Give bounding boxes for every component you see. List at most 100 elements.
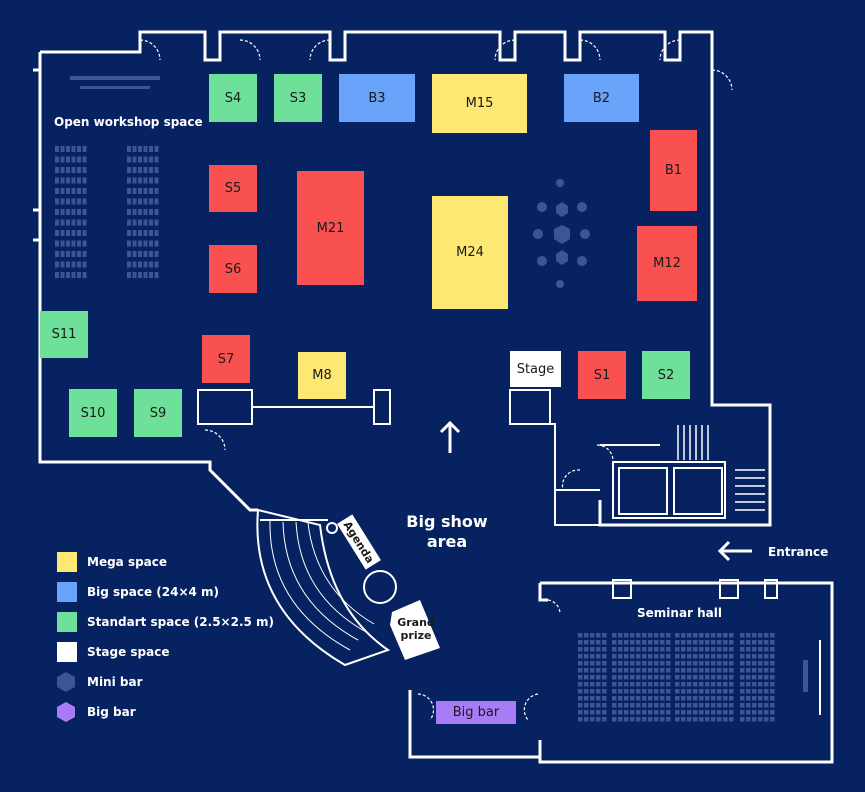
seat: [82, 240, 87, 247]
booth-s11[interactable]: S11: [40, 311, 88, 358]
booth-s6[interactable]: S6: [209, 245, 257, 293]
seat: [60, 240, 65, 247]
seat: [82, 177, 87, 184]
booth-s10[interactable]: S10: [69, 389, 117, 437]
seat: [699, 717, 704, 722]
seat: [630, 710, 635, 715]
seat: [596, 640, 601, 645]
seat: [60, 219, 65, 226]
seat: [138, 177, 142, 184]
seat: [132, 177, 137, 184]
seat: [675, 661, 680, 666]
booth-m15[interactable]: M15: [432, 74, 527, 133]
seat: [648, 696, 653, 701]
seat: [752, 717, 757, 722]
seat: [590, 640, 595, 645]
booth-m12[interactable]: M12: [637, 226, 697, 301]
seat: [590, 689, 595, 694]
seat: [699, 633, 704, 638]
seat: [77, 156, 81, 163]
seat: [154, 188, 159, 194]
seat: [654, 696, 659, 701]
seat: [642, 710, 647, 715]
booth-b3[interactable]: B3: [339, 74, 415, 122]
seat: [746, 661, 751, 666]
booth-b1[interactable]: B1: [650, 130, 697, 211]
seat: [602, 647, 607, 652]
seat: [127, 261, 131, 268]
seat: [740, 703, 745, 708]
booth-b2[interactable]: B2: [564, 74, 639, 122]
seat: [705, 633, 710, 638]
seat: [687, 710, 692, 715]
seat: [630, 668, 635, 673]
seat: [154, 198, 159, 205]
booth-s7[interactable]: S7: [202, 335, 250, 383]
seat: [764, 717, 769, 722]
seat: [602, 682, 607, 687]
legend-stage-swatch: [57, 642, 77, 662]
seat: [687, 717, 692, 722]
seat: [758, 710, 763, 715]
seat: [740, 654, 745, 659]
seat: [578, 640, 583, 645]
seat: [675, 640, 680, 645]
seat: [624, 689, 629, 694]
seat: [648, 675, 653, 680]
seat: [602, 703, 607, 708]
seat: [729, 703, 734, 708]
seat: [138, 240, 142, 247]
seat: [60, 156, 65, 163]
seat: [55, 167, 59, 173]
booth-m21[interactable]: M21: [297, 171, 364, 285]
seat: [711, 682, 716, 687]
seat: [138, 230, 142, 236]
seat: [648, 647, 653, 652]
seat: [636, 703, 641, 708]
seat: [764, 675, 769, 680]
seat: [624, 654, 629, 659]
seat: [618, 654, 623, 659]
booth-s5[interactable]: S5: [209, 165, 257, 212]
seat: [66, 167, 70, 173]
seat: [636, 675, 641, 680]
seat: [746, 717, 751, 722]
booth-m8[interactable]: M8: [298, 352, 346, 399]
seat: [77, 167, 81, 173]
seat: [612, 689, 617, 694]
seat: [699, 696, 704, 701]
seat: [687, 640, 692, 645]
seat: [729, 717, 734, 722]
stage-booth[interactable]: Stage: [510, 351, 561, 387]
seat: [60, 188, 65, 194]
seat: [132, 156, 137, 163]
booth-s1[interactable]: S1: [578, 351, 626, 399]
big-bar-booth[interactable]: Big bar: [436, 701, 516, 724]
seat: [612, 647, 617, 652]
seat: [746, 710, 751, 715]
booth-s2[interactable]: S2: [642, 351, 690, 399]
seat: [675, 675, 680, 680]
seat: [618, 703, 623, 708]
seat: [149, 198, 153, 205]
seat: [642, 675, 647, 680]
seat: [624, 682, 629, 687]
seat: [154, 209, 159, 215]
seat: [71, 167, 76, 173]
seat: [687, 647, 692, 652]
seat: [705, 675, 710, 680]
seat: [143, 261, 148, 268]
booth-s4[interactable]: S4: [209, 74, 257, 122]
booth-m24[interactable]: M24: [432, 196, 508, 309]
grand-prize-label[interactable]: Grand prize: [397, 616, 435, 642]
seat: [618, 717, 623, 722]
seat: [612, 717, 617, 722]
seat: [138, 251, 142, 257]
booth-s3[interactable]: S3: [274, 74, 322, 122]
seat: [642, 633, 647, 638]
seat: [764, 682, 769, 687]
booth-s9[interactable]: S9: [134, 389, 182, 437]
seat: [752, 633, 757, 638]
seat: [770, 661, 775, 666]
